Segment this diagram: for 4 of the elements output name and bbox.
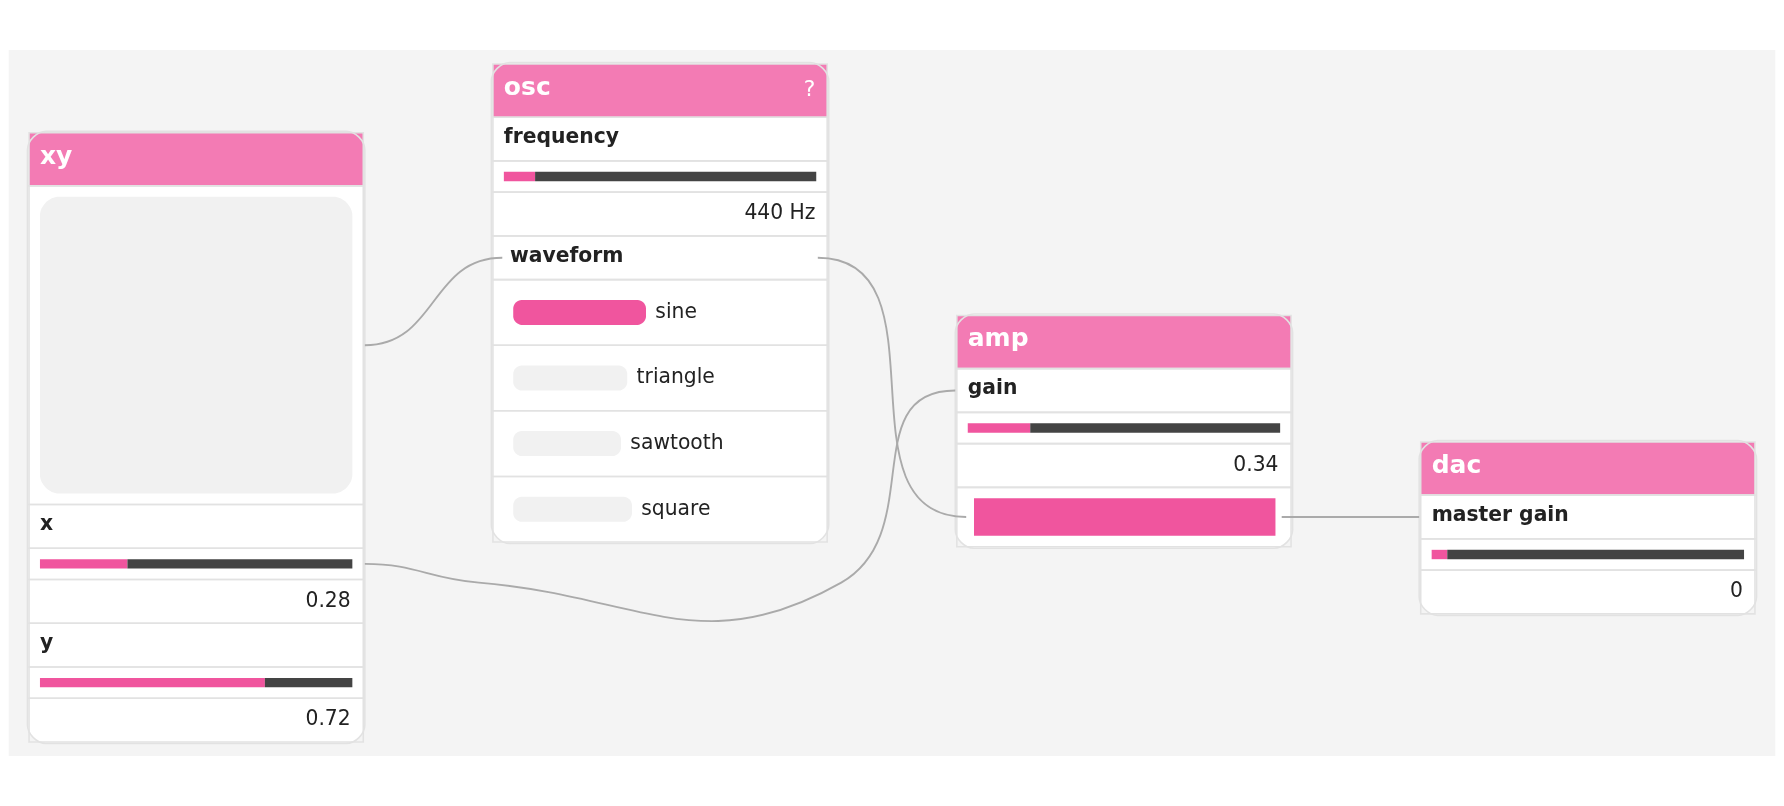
connector — [363, 256, 504, 347]
connector — [816, 256, 968, 518]
connector — [1280, 516, 1421, 518]
connector — [363, 389, 957, 622]
